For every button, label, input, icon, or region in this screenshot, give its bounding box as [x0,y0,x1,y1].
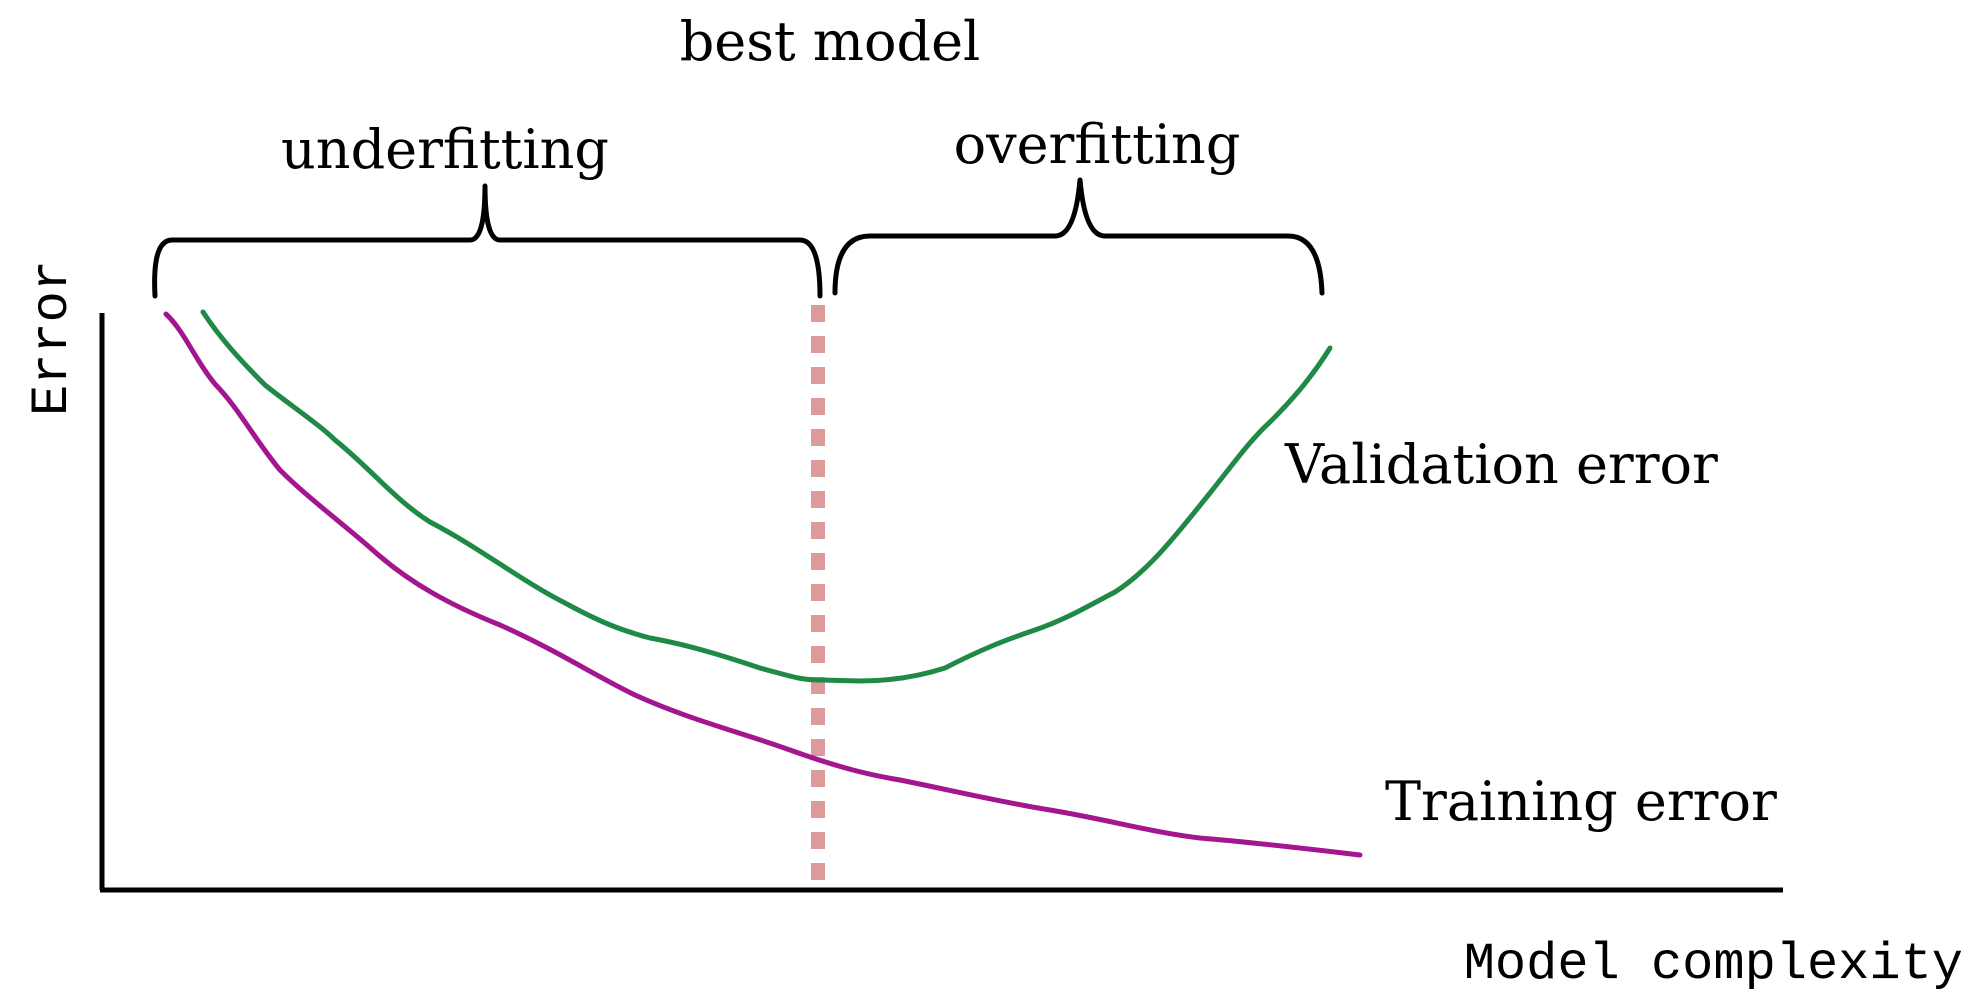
underfitting-label: underfitting [281,118,609,181]
y-axis-label: Error [23,260,82,416]
overfitting-brace [832,177,1325,296]
overfitting-label: overfitting [954,113,1241,176]
training-error-label: Training error [1385,770,1777,833]
best-model-title: best model [680,10,981,73]
underfitting-brace [152,183,823,299]
training-error-curve [163,311,1363,858]
x-axis-label: Model complexity [1464,935,1963,994]
validation-error-label: Validation error [1284,433,1718,496]
validation-error-curve [200,309,1333,684]
